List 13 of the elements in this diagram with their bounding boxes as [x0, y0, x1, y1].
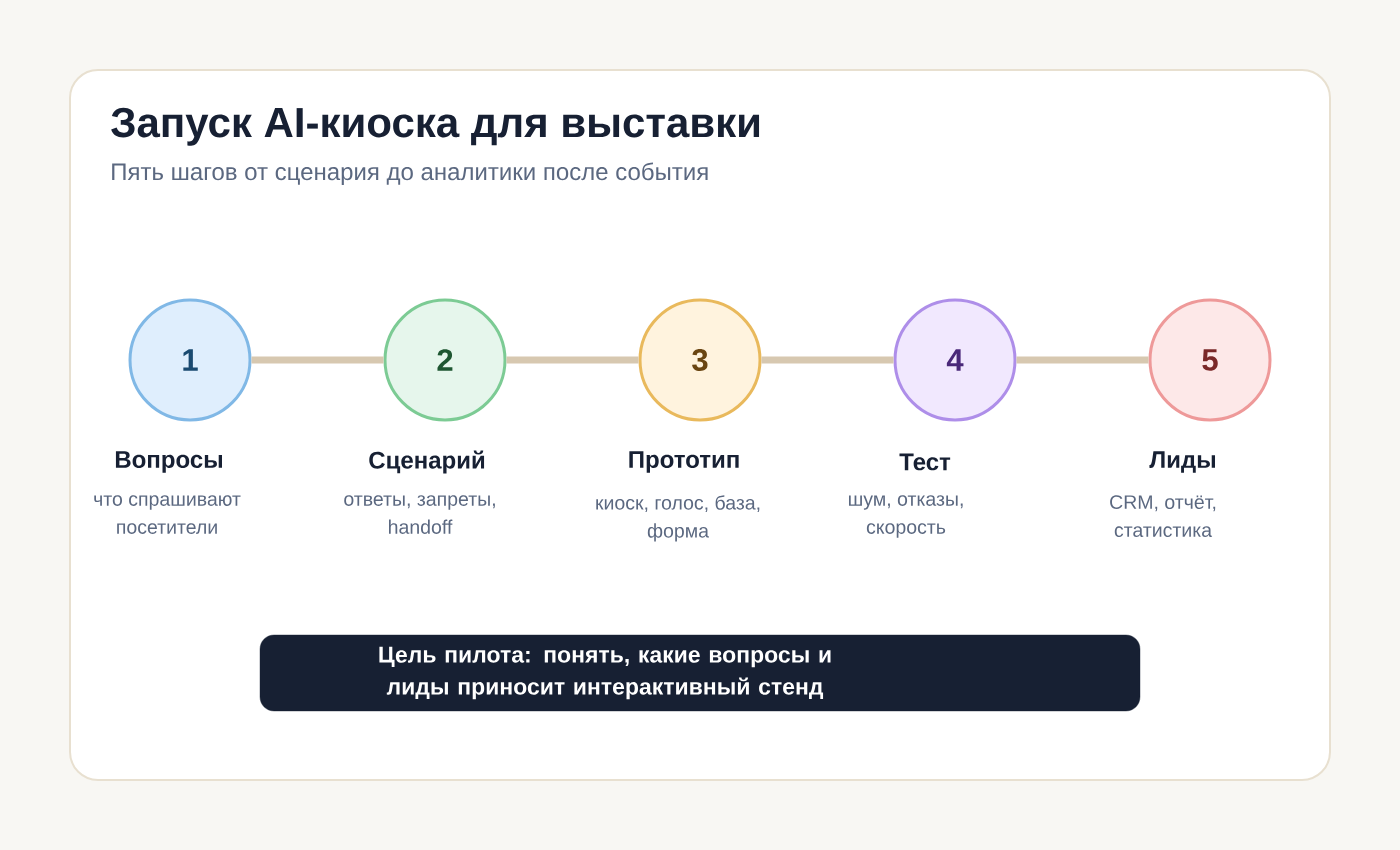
step-title: Лиды — [1149, 451, 1215, 473]
step-description: что спрашивают посетители — [94, 495, 241, 534]
title: Запуск AI-киоска для выставки — [111, 107, 760, 146]
step-description: шум, отказы, скорость — [849, 495, 963, 538]
step-title: Тест — [899, 453, 951, 471]
step-title: Сценарий — [369, 450, 485, 474]
step-description: ответы, запреты, handoff — [344, 495, 495, 534]
step-title: Вопросы — [115, 451, 222, 473]
step-description: киоск, голос, база, форма — [596, 495, 760, 542]
step-description: CRM, отчёт, статистика — [1110, 495, 1216, 537]
goal-banner: Цель пилота: понять, какие вопросы и лиды приносит интерактивный стенд — [259, 634, 1141, 712]
step-title: Прототип — [629, 451, 739, 473]
subtitle: Пять шагов от сценария до аналитики после события — [112, 162, 708, 185]
